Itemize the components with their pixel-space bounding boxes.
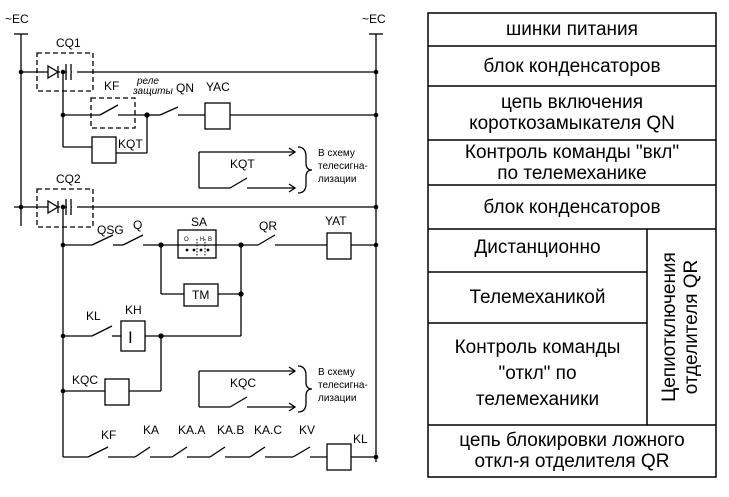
ka-a-label: KA.A bbox=[178, 423, 205, 437]
ka-label: KA bbox=[143, 423, 159, 437]
kf-top-label: KF bbox=[104, 79, 119, 93]
kh-relay bbox=[120, 320, 146, 352]
kqt-coil bbox=[91, 136, 117, 164]
supply-right-label: ~EC bbox=[362, 12, 386, 26]
qn-closing-line1: цепь включения bbox=[500, 92, 644, 113]
kf-relay-box bbox=[90, 97, 136, 129]
qn-closing-line2: короткозамыкателя QN bbox=[469, 113, 675, 134]
off-command-line3: телемеханики bbox=[475, 389, 600, 410]
cq2-label: CQ2 bbox=[56, 172, 81, 186]
relay-note-1: реле bbox=[136, 76, 159, 87]
side-line1: Цепиотключения bbox=[659, 252, 680, 402]
table-row-off-command-control: Контроль команды "откл" по телемеханики bbox=[428, 323, 647, 425]
power-buses-text: шинки питания bbox=[506, 19, 638, 40]
telesignal-2-line3: лизации bbox=[318, 393, 356, 404]
relay-note-2: защиты bbox=[132, 86, 174, 97]
qr-label: QR bbox=[259, 219, 277, 233]
ka-b-label: KA.B bbox=[217, 423, 244, 437]
blocking-line1: цепь блокировки ложного bbox=[459, 430, 685, 451]
table-row-capacitor-block-1: блок конденсаторов bbox=[428, 46, 716, 86]
kl-coil-label: KL bbox=[353, 432, 368, 446]
telesignal-1-line2: телесигна- bbox=[318, 161, 368, 172]
kl-coil bbox=[326, 443, 352, 471]
yat-label: YAT bbox=[325, 214, 347, 228]
telesignal-1-line1: В схему bbox=[318, 148, 355, 159]
kh-label: KH bbox=[125, 303, 142, 317]
side-line2: отделителя QR bbox=[681, 259, 702, 395]
cq2-block bbox=[36, 188, 94, 228]
off-command-line2: "откл" по bbox=[498, 363, 577, 384]
kqt-coil-label: KQT bbox=[118, 137, 143, 151]
table-row-capacitor-block-2: блок конденсаторов bbox=[428, 185, 716, 229]
yat-coil bbox=[326, 232, 352, 260]
ka-c-label: KA.C bbox=[254, 423, 282, 437]
on-command-line1: Контроль команды "вкл" bbox=[464, 141, 680, 163]
sa-pos-n: Н bbox=[200, 237, 204, 243]
tm-label: ТМ bbox=[192, 288, 209, 302]
telesignal-1-line3: лизации bbox=[318, 174, 356, 185]
table-row-on-command-control: Контроль команды "вкл" по телемеханике bbox=[428, 140, 716, 185]
table-row-telemechanics: Телемеханикой bbox=[428, 272, 647, 323]
tm-box bbox=[183, 283, 219, 307]
kqc-contact-label: KQC bbox=[230, 376, 256, 390]
supply-left-label: ~EC bbox=[5, 12, 29, 26]
kf-bottom-label: KF bbox=[101, 428, 116, 442]
remote-text: Дистанционно bbox=[474, 237, 601, 258]
legend-table-frame bbox=[427, 12, 717, 478]
table-row-blocking-circuit: цепь блокировки ложного откл-я отделител… bbox=[428, 425, 716, 477]
kl-contact-label: KL bbox=[86, 309, 101, 323]
kqc-coil bbox=[104, 378, 130, 406]
q-label: Q bbox=[133, 218, 142, 232]
kv-label: KV bbox=[299, 423, 315, 437]
table-side-qr-trip-circuits: Цепиотключения отделителя QR bbox=[659, 252, 703, 402]
on-command-line2: по телемеханике bbox=[497, 162, 647, 184]
sa-switch bbox=[177, 229, 217, 259]
sa-pos-v: В bbox=[208, 237, 212, 243]
sa-label: SA bbox=[191, 215, 207, 229]
table-row-qn-closing: цепь включения короткозамыкателя QN bbox=[428, 86, 716, 140]
table-row-remote: Дистанционно bbox=[428, 229, 647, 266]
table-row-power-buses: шинки питания bbox=[428, 13, 716, 46]
sa-pos-o: О bbox=[184, 237, 189, 243]
yac-label: YAC bbox=[206, 80, 230, 94]
capacitor-block-2-text: блок конденсаторов bbox=[483, 196, 661, 218]
kh-current-symbol: I bbox=[128, 328, 133, 347]
kqc-coil-label: KQC bbox=[72, 373, 98, 387]
cq1-label: CQ1 bbox=[56, 36, 81, 50]
telemechanics-text: Телемеханикой bbox=[469, 287, 606, 308]
qn-label: QN bbox=[176, 81, 194, 95]
kqt-contact-label: KQT bbox=[230, 157, 255, 171]
capacitor-block-1-text: блок конденсаторов bbox=[483, 55, 661, 77]
blocking-line2: откл-я отделителя QR bbox=[474, 451, 670, 472]
telesignal-2-line1: В схему bbox=[318, 367, 355, 378]
qsg-label: QSG bbox=[97, 223, 124, 237]
telesignal-2-line2: телесигна- bbox=[318, 380, 368, 391]
yac-coil bbox=[204, 102, 231, 130]
off-command-line1: Контроль команды bbox=[454, 337, 621, 358]
